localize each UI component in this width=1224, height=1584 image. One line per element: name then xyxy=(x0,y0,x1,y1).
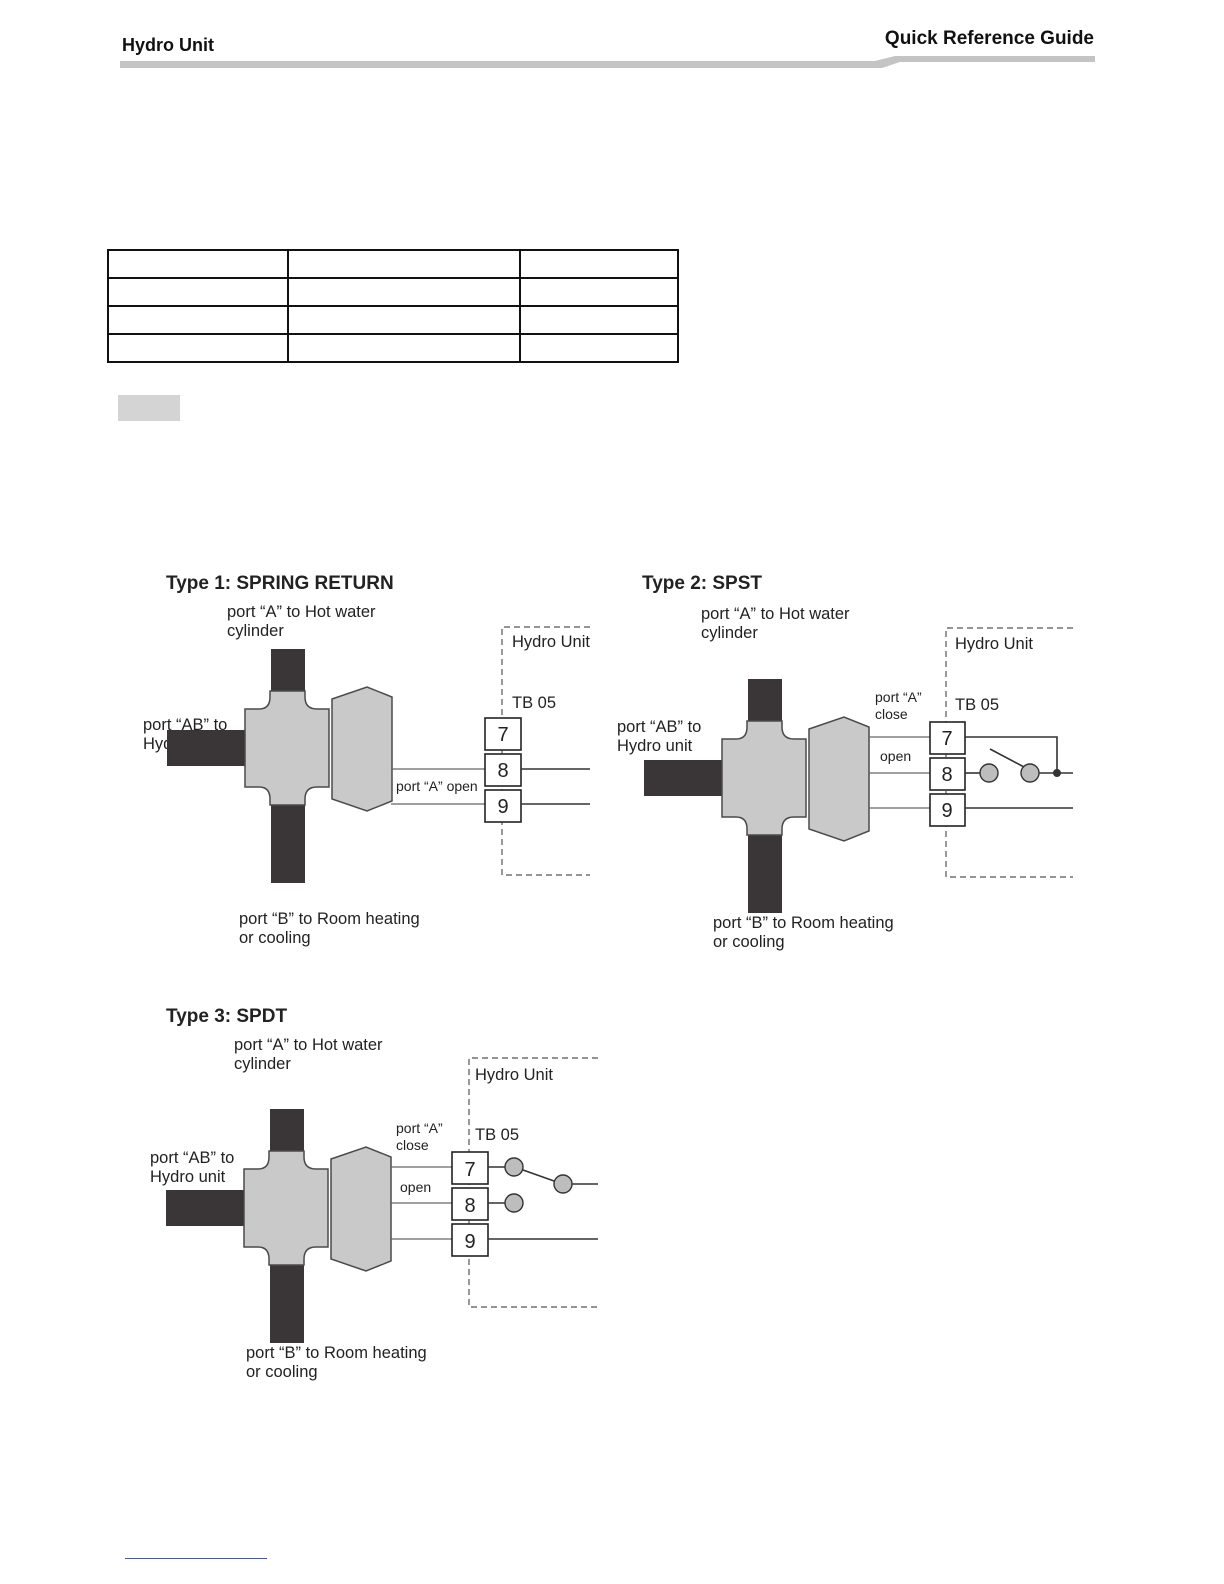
type1-terminal-9 xyxy=(484,789,522,823)
type3-port-a-label-2: cylinder xyxy=(234,1055,291,1073)
type3-port-ab-label-2: Hydro unit xyxy=(150,1168,226,1186)
type1-tb-label: TB 05 xyxy=(512,694,556,712)
type2-terminal-7 xyxy=(929,721,966,755)
type3-spdt-switch xyxy=(488,1157,598,1213)
footer-link-underline xyxy=(125,1558,267,1559)
type2-port-b-label-2: or cooling xyxy=(713,933,785,951)
type2-open-label: open xyxy=(880,748,911,764)
type3-title: Type 3: SPDT xyxy=(166,1006,287,1027)
type3-port-a-label: port “A” to Hot water xyxy=(234,1036,383,1054)
type1-port-a-label: port “A” to Hot water xyxy=(227,603,376,621)
type1-wire-label: port “A” open xyxy=(396,778,478,794)
type1-title: Type 1: SPRING RETURN xyxy=(166,573,394,594)
type2-title: Type 2: SPST xyxy=(642,573,762,594)
type2-hydro-unit-label: Hydro Unit xyxy=(955,635,1033,653)
type1-port-a-label-2: cylinder xyxy=(227,622,284,640)
type3-open-label: open xyxy=(400,1179,431,1195)
table-row xyxy=(107,305,679,335)
type3-terminal-7-label: 7 xyxy=(464,1159,475,1181)
type1-hydro-unit-boundary xyxy=(501,626,590,876)
type1-hydro-unit-label: Hydro Unit xyxy=(512,633,590,651)
type2-diagram: Type 2: SPST port “A” to Hot water cylin… xyxy=(617,573,1073,951)
table-row xyxy=(107,249,679,279)
type2-port-b-label: port “B” to Room heating xyxy=(713,914,894,932)
type3-terminal-9 xyxy=(451,1223,489,1257)
type1-terminal-9-label: 9 xyxy=(497,796,508,818)
type2-spst-switch xyxy=(965,736,1073,783)
type3-port-b-label-2: or cooling xyxy=(246,1363,318,1381)
type1-port-b-label: port “B” to Room heating xyxy=(239,910,420,928)
header-left-title: Hydro Unit xyxy=(122,35,214,55)
type2-terminal-9-label: 9 xyxy=(941,800,952,822)
header-divider xyxy=(120,56,1095,68)
type3-terminal-9-label: 9 xyxy=(464,1231,475,1253)
type1-diagram: Type 1: SPRING RETURN port “A” to Hot wa… xyxy=(143,573,590,947)
header-right-title: Quick Reference Guide xyxy=(884,28,1094,49)
type2-valve xyxy=(643,678,870,914)
type3-valve xyxy=(165,1108,392,1344)
type2-port-a-label: port “A” to Hot water xyxy=(701,605,850,623)
type3-terminal-8-label: 8 xyxy=(464,1195,475,1217)
type1-port-b-label-2: or cooling xyxy=(239,929,311,947)
type1-terminal-7 xyxy=(484,717,522,751)
type2-close-label: port “A” xyxy=(875,689,922,705)
table-row xyxy=(107,333,679,363)
blank-table xyxy=(107,249,679,363)
type2-terminal-8 xyxy=(929,757,966,791)
type3-close-label: port “A” xyxy=(396,1120,443,1136)
type1-port-ab-label: port “AB” to xyxy=(143,716,227,734)
type1-terminal-8-label: 8 xyxy=(497,760,508,782)
type2-port-ab-label-2: Hydro unit xyxy=(617,737,693,755)
type2-terminal-7-label: 7 xyxy=(941,728,952,750)
type1-valve xyxy=(166,648,393,884)
type1-terminal-7-label: 7 xyxy=(497,724,508,746)
type3-tb-label: TB 05 xyxy=(475,1126,519,1144)
type3-terminal-7 xyxy=(451,1151,489,1185)
type3-port-b-label: port “B” to Room heating xyxy=(246,1344,427,1362)
type3-port-ab-label: port “AB” to xyxy=(150,1149,234,1167)
type2-tb-label: TB 05 xyxy=(955,696,999,714)
type2-terminal-9 xyxy=(929,793,966,827)
type2-port-a-label-2: cylinder xyxy=(701,624,758,642)
type1-terminal-8 xyxy=(484,753,522,787)
type3-diagram: Type 3: SPDT port “A” to Hot water cylin… xyxy=(150,1006,598,1381)
type2-port-ab-label: port “AB” to xyxy=(617,718,701,736)
note-label-box xyxy=(118,395,180,421)
type2-close-label-2: close xyxy=(875,706,908,722)
type3-hydro-unit-label: Hydro Unit xyxy=(475,1066,553,1084)
table-row xyxy=(107,277,679,307)
type3-terminal-8 xyxy=(451,1187,489,1221)
type3-close-label-2: close xyxy=(396,1137,429,1153)
type2-terminal-8-label: 8 xyxy=(941,764,952,786)
